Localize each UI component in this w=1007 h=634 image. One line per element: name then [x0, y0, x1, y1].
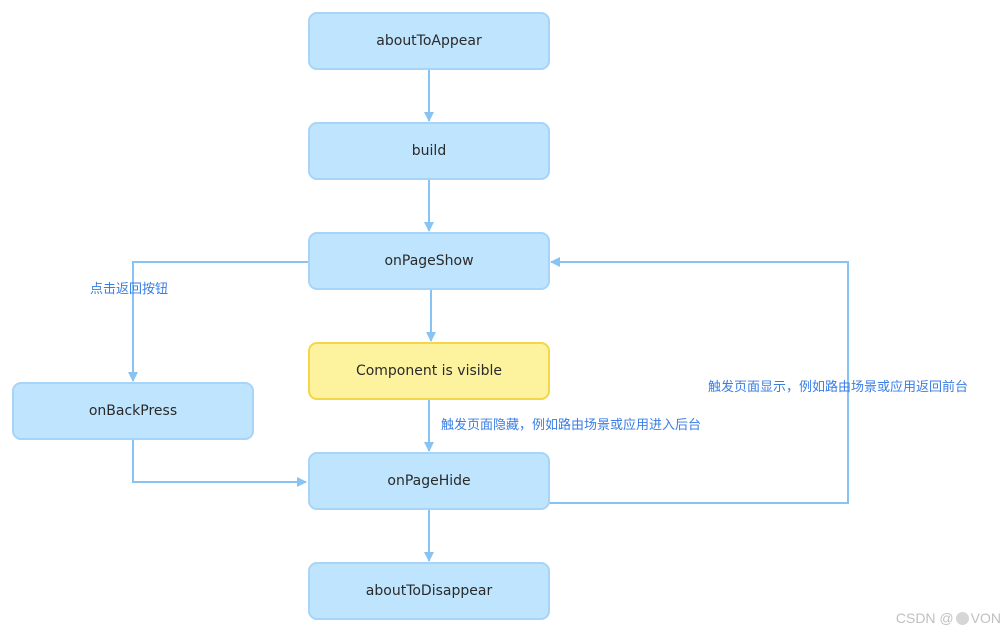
watermark-prefix: CSDN @	[895, 610, 954, 626]
csdn-watermark: CSDN @ VON	[896, 610, 1001, 626]
edge-backpress-to-pagehide	[132, 440, 307, 487]
component-visible-node: Component is visible	[308, 342, 550, 400]
about-to-disappear-node: aboutToDisappear	[308, 562, 550, 620]
back-button-edge-label: 点击返回按钮	[90, 282, 169, 297]
on-back-press-node: onBackPress	[12, 382, 254, 440]
watermark-suffix: VON	[970, 610, 1001, 626]
page-hidden-edge-label: 触发页面隐藏，例如路由场景或应用进入后台	[441, 418, 702, 433]
avatar-circle-icon	[955, 611, 969, 625]
on-page-hide-node: onPageHide	[308, 452, 550, 510]
page-shown-edge-label: 触发页面显示，例如路由场景或应用返回前台	[708, 380, 969, 395]
build-node: build	[308, 122, 550, 180]
about-to-appear-node: aboutToAppear	[308, 12, 550, 70]
edge-pageshow-to-backpress	[128, 261, 308, 382]
on-page-show-node: onPageShow	[308, 232, 550, 290]
edge-pagehide-to-pageshow	[549, 257, 849, 504]
